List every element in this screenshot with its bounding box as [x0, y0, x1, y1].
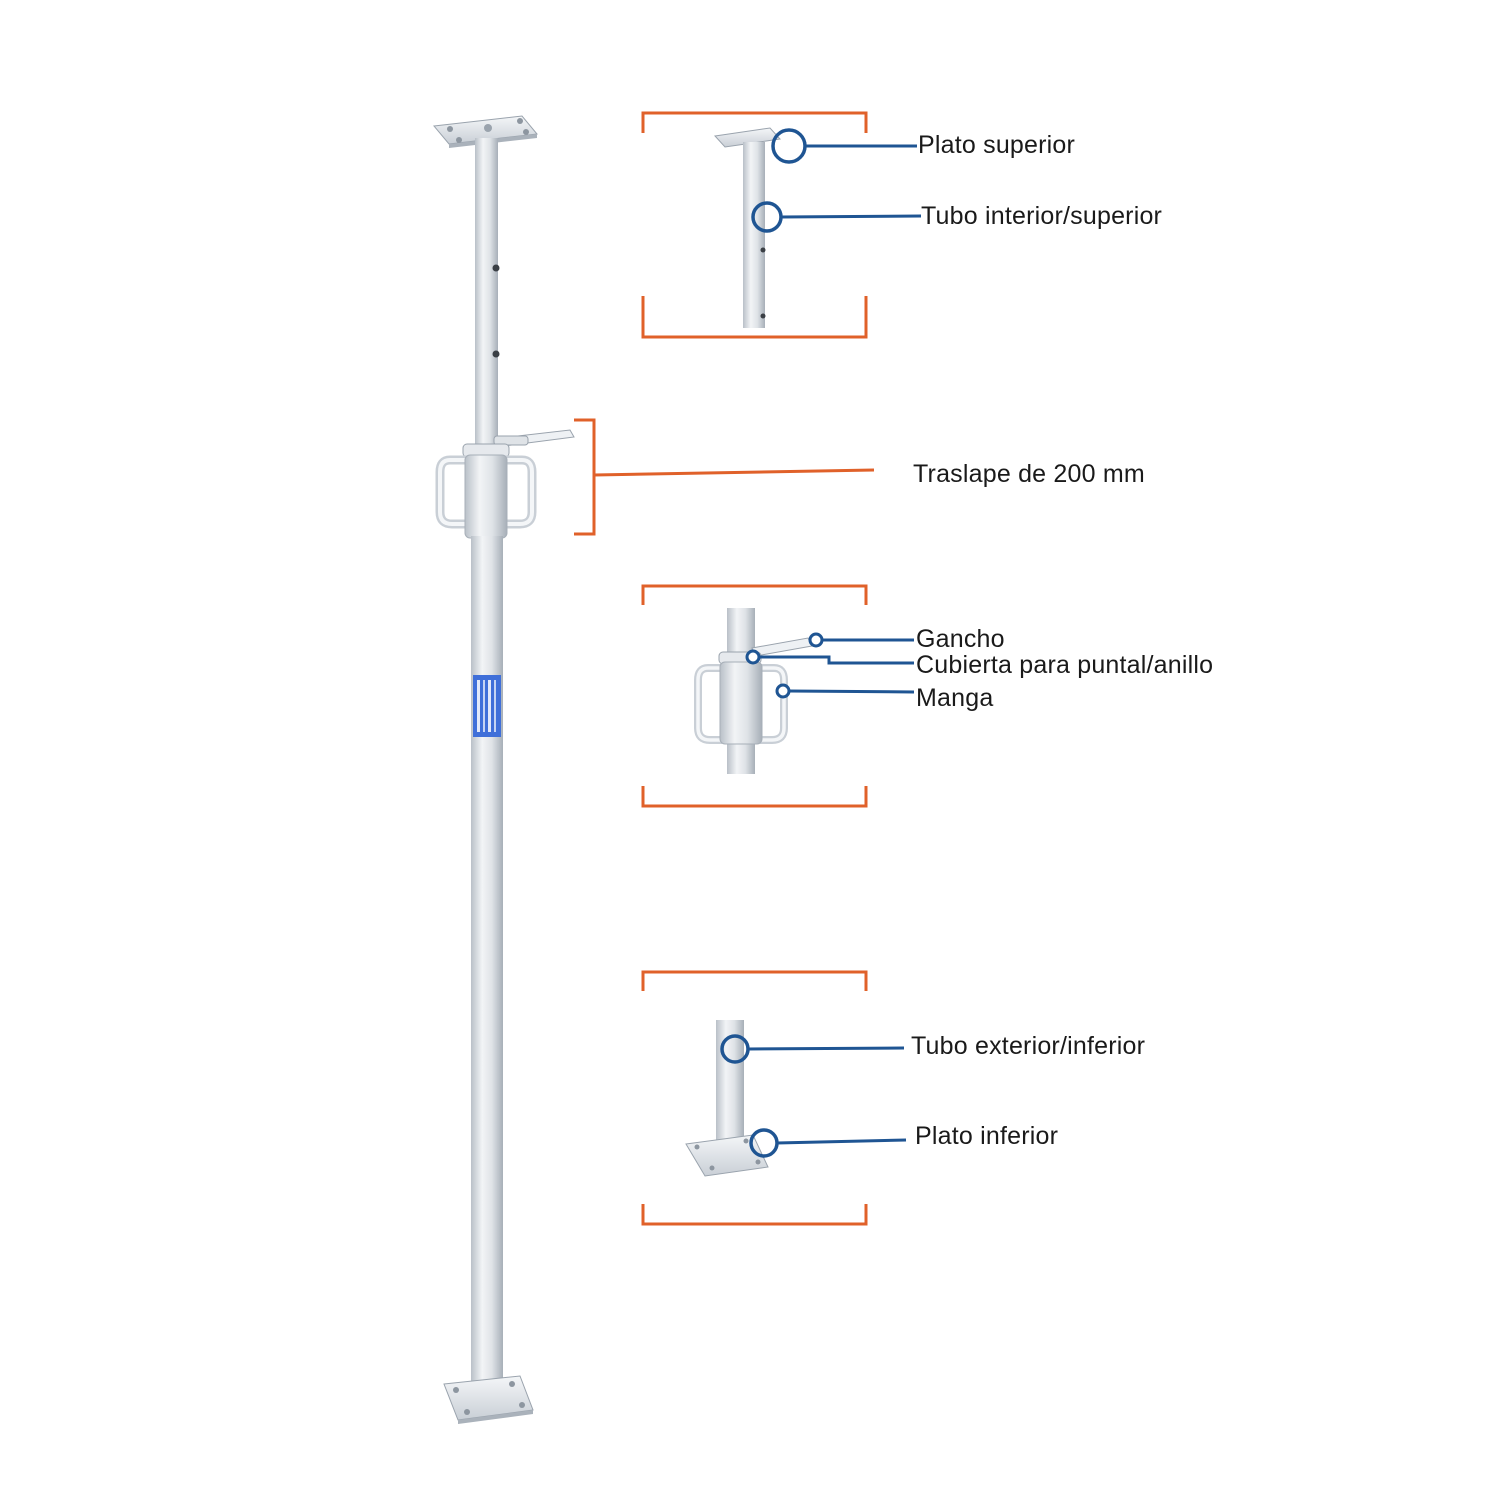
- brand-sticker: [473, 675, 501, 737]
- label-tubo-exterior: Tubo exterior/inferior: [911, 1032, 1146, 1060]
- label-cubierta: Cubierta para puntal/anillo: [916, 651, 1214, 679]
- label-tubo-interior: Tubo interior/superior: [921, 202, 1163, 230]
- inner-tube: [475, 138, 498, 458]
- label-plato-inferior: Plato inferior: [915, 1122, 1059, 1150]
- bottom-plate: [443, 1375, 534, 1424]
- detail-sleeve: [641, 584, 915, 808]
- overlap-bracket: [574, 418, 875, 536]
- main-prop: [433, 115, 575, 1424]
- label-plato-superior: Plato superior: [918, 131, 1076, 159]
- hook-pin: [493, 429, 575, 447]
- label-gancho: Gancho: [916, 625, 1005, 653]
- label-manga: Manga: [916, 684, 994, 712]
- detail-top: [641, 111, 922, 339]
- sleeve: [435, 454, 537, 539]
- outer-tube: [471, 536, 503, 1384]
- label-traslape: Traslape de 200 mm: [913, 460, 1145, 488]
- detail-bottom: [641, 970, 907, 1226]
